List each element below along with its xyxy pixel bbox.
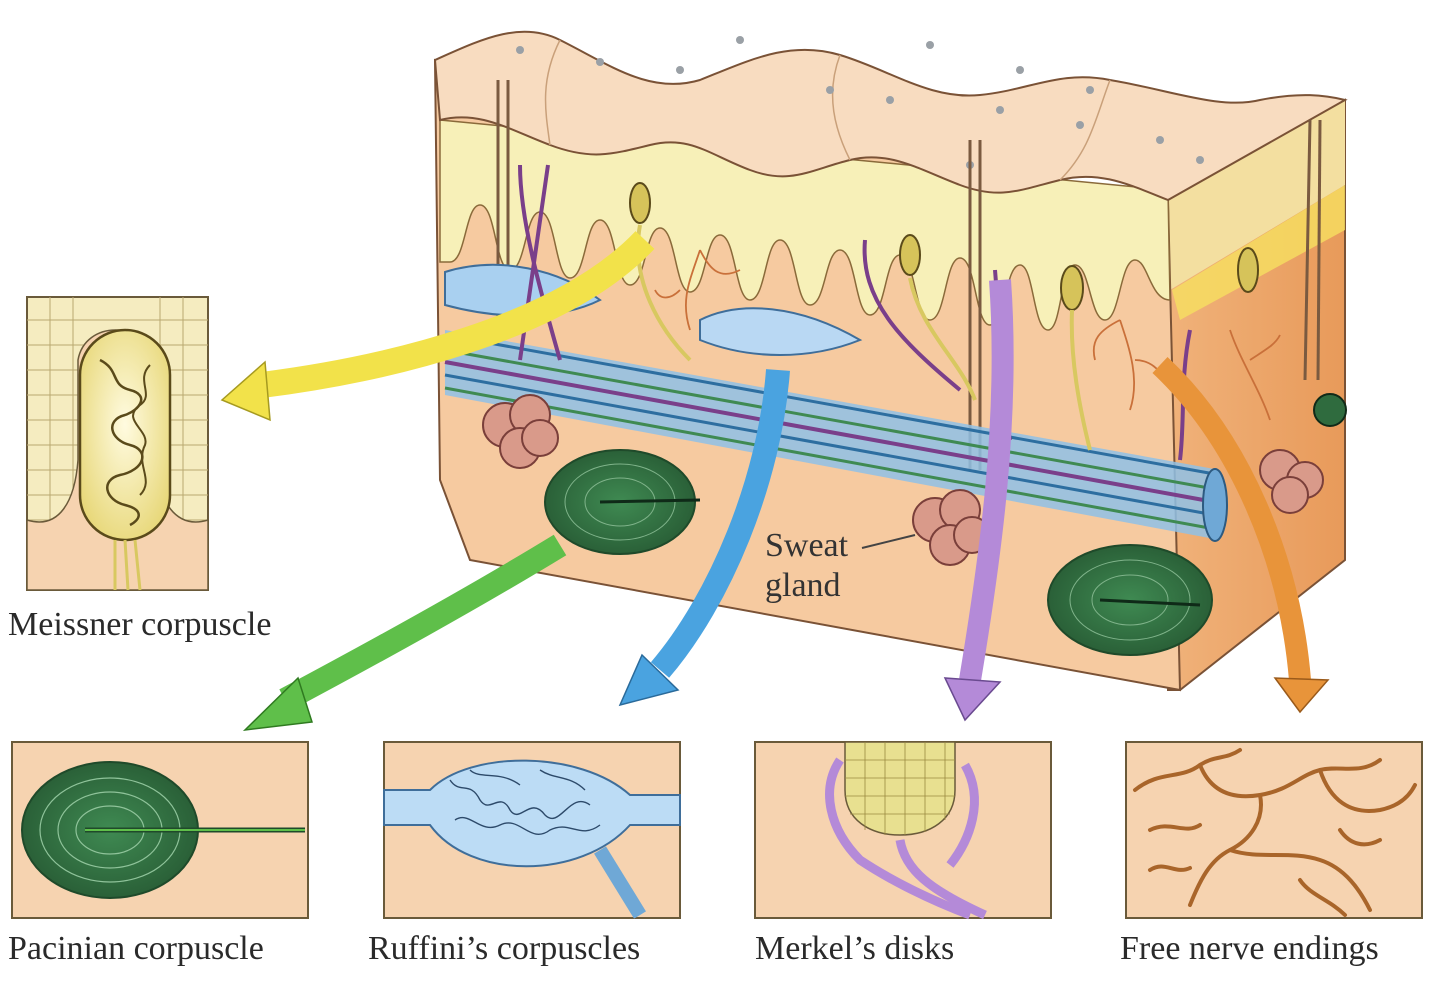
nerve-bundle (444, 330, 1228, 542)
skin-pacinian-corpuscles (544, 449, 1213, 656)
merkel-panel (754, 741, 1052, 920)
free-nerve-panel (1125, 741, 1423, 919)
pacinian-corpuscle-label: Pacinian corpuscle (8, 930, 264, 967)
sweat-gland-1 (482, 394, 559, 469)
sweat-gland-label-line2: gland (765, 567, 841, 604)
free-nerve-arrow (1152, 356, 1330, 714)
skin-ruffini-2 (699, 307, 863, 356)
meissner-panel (26, 296, 209, 591)
sweat-gland-label: Sweat gland (765, 526, 848, 606)
skin-side-epidermis (1168, 100, 1345, 290)
sweat-gland-2 (912, 489, 991, 566)
sweat-gland-3 (1259, 449, 1324, 514)
skin-block (433, 30, 1348, 692)
meissner-arrow (220, 230, 655, 422)
merkel-arrow (943, 279, 1014, 722)
skin-surface (433, 30, 1348, 202)
hair-shafts (496, 80, 1322, 470)
free-nerve-endings-label: Free nerve endings (1120, 930, 1379, 967)
pacinian-panel (11, 741, 309, 919)
ruffini-panel (383, 741, 681, 919)
merkel-disks-label: Merkel’s disks (755, 930, 955, 967)
skin-meissner-corpuscles (629, 182, 1259, 311)
merkel-panel-cells (845, 742, 955, 835)
meissner-corpuscle-label: Meissner corpuscle (8, 606, 272, 643)
free-nerve-branches (1133, 748, 1417, 917)
ruffini-corpuscles-label: Ruffini’s corpuscles (368, 930, 641, 967)
sweat-gland-coils (482, 394, 1324, 566)
ruffini-panel-fibers (449, 769, 601, 835)
pacinian-arrow (242, 534, 567, 732)
merkel-panel-nerves (825, 757, 987, 920)
side-nerve-section (1313, 393, 1347, 427)
sweat-gland-label-line1: Sweat (765, 527, 849, 564)
ruffini-arrow (618, 369, 790, 707)
sweat-gland-pointer (861, 534, 916, 549)
